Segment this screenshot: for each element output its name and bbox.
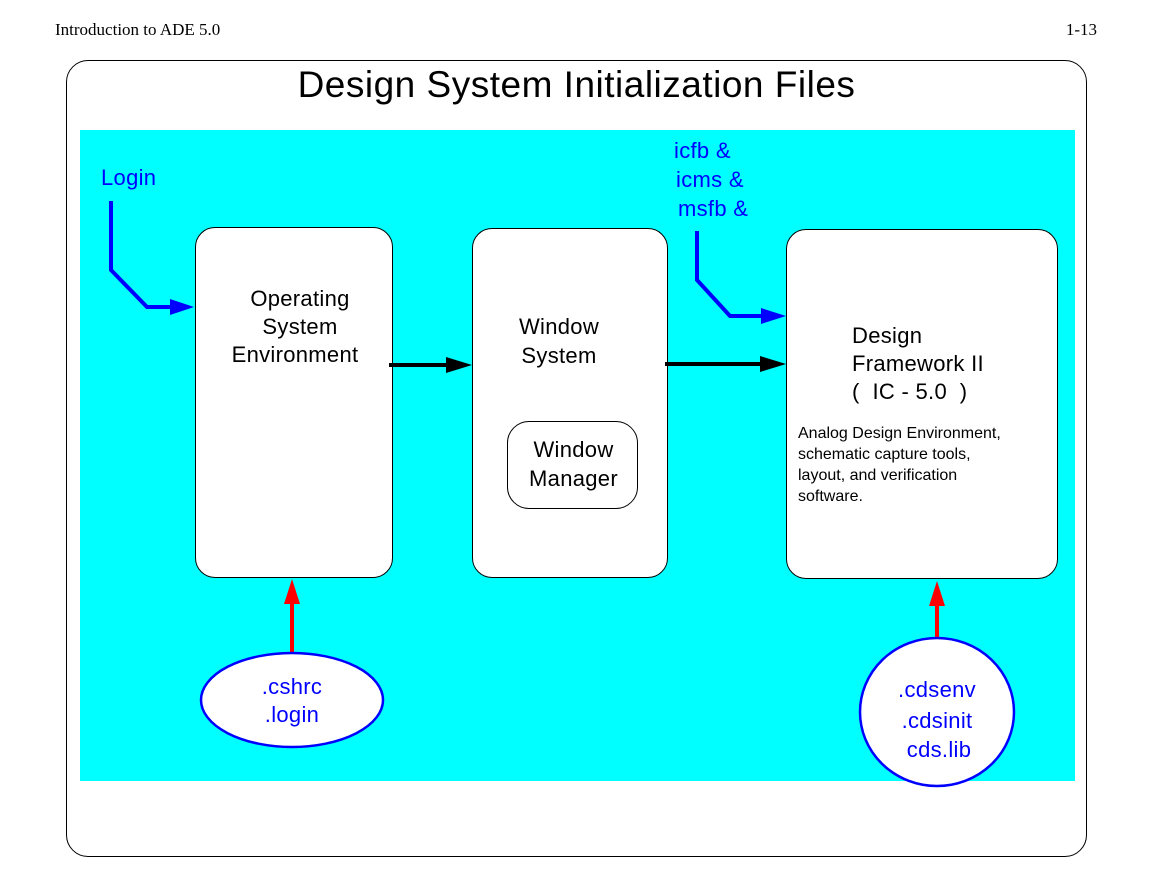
dfw-description-line-3: layout, and verification [798,467,958,484]
wm-label-line-1: Window [533,437,614,462]
os-label-line-1: Operating [250,286,350,311]
file-login: .login [264,702,320,727]
dfw-label-line-3: ( IC - 5.0 ) [852,379,968,404]
unix-files-arrow [284,579,300,654]
file-cdsenv: .cdsenv [898,677,976,702]
window-system-box [472,228,668,578]
login-arrow [109,201,194,315]
header-page-number: 1-13 [1065,20,1097,39]
unix-files-ellipse [199,651,385,749]
dfw-description-line-4: software. [798,488,863,505]
dfw-description-line-1: Analog Design Environment, [798,425,1001,442]
os-label-line-2: System [262,314,338,339]
slide-title: Design System Initialization Files [297,64,856,105]
ws-label-line-1: Window [518,314,600,339]
header-course-title: Introduction to ADE 5.0 [55,20,221,39]
command-icfb: icfb & [674,138,731,163]
file-cshrc: .cshrc [261,674,323,699]
ws-label-line-2: System [521,343,597,368]
login-label: Login [101,165,157,190]
commands-arrow [695,231,786,324]
command-icms: icms & [676,167,744,192]
command-msfb: msfb & [678,196,749,221]
os-label-line-3: Environment [231,342,359,367]
file-cds-lib: cds.lib [906,737,972,762]
dfw-label-line-1: Design [852,323,923,348]
design-framework-box [786,229,1058,579]
operating-system-box [195,227,393,578]
ws-to-dfw-arrow [665,356,786,372]
wm-label-line-2: Manager [529,466,618,491]
cadence-files-ellipse [858,636,1016,788]
dfw-label-line-2: Framework II [852,351,984,376]
window-manager-box [507,421,638,509]
os-to-ws-arrow [389,357,472,373]
slide-frame [66,60,1087,857]
file-cdsinit: .cdsinit [901,708,973,733]
dfw-description-line-2: schematic capture tools, [798,446,971,463]
cadence-files-arrow [929,581,945,641]
